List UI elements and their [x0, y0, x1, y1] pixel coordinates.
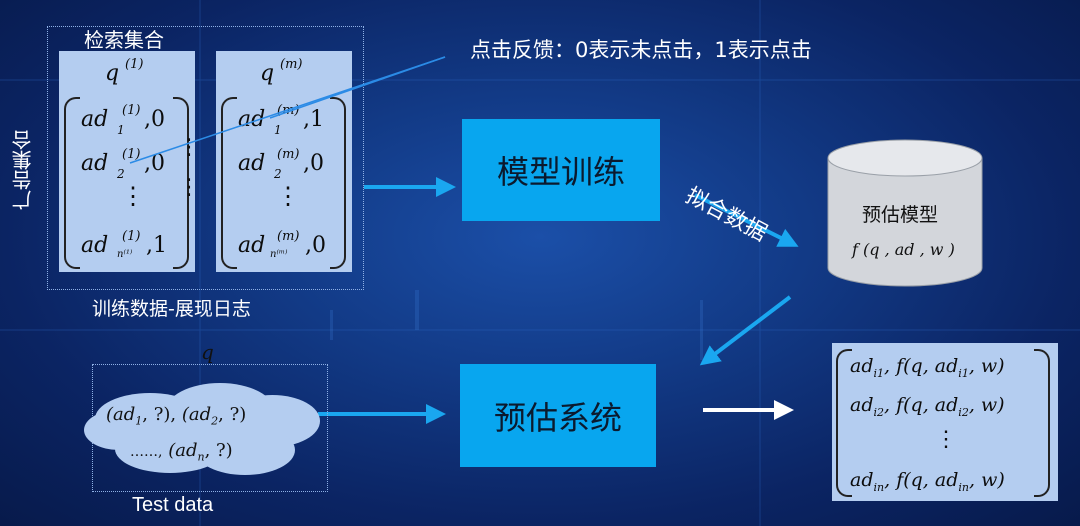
- test-ad-2-rest: , ?): [218, 404, 247, 425]
- model-training-node: 模型训练: [462, 119, 660, 221]
- test-ad-n-sub: n: [197, 450, 205, 464]
- ad-row-n: ad: [81, 233, 109, 258]
- ad-row-n: ad: [238, 233, 266, 258]
- output-end: , w): [968, 394, 1005, 416]
- output-ad-sub-2: i2: [958, 405, 969, 419]
- output-ad: ad: [850, 469, 874, 491]
- estimation-model-cylinder: [827, 139, 983, 287]
- estimation-model-formula: f (q , ad , w ): [852, 240, 955, 259]
- ad-row-1-sup: (m): [277, 103, 300, 118]
- output-row-2: adi2, f(q, adi2, w): [850, 394, 1005, 419]
- test-cloud-part: [84, 410, 154, 450]
- test-query: q: [201, 340, 214, 364]
- output-ad-sub-2: i1: [958, 366, 969, 380]
- ad-row-2-sub: 2: [274, 167, 282, 181]
- output-row-1: adi1, f(q, adi1, w): [850, 355, 1005, 380]
- query-panel-m: q (m) ad (m) 1 ,1 ad (m) 2 ,0 ⋮ ad (m) n…: [216, 51, 352, 272]
- ad-row-2-value: ,0: [144, 151, 165, 176]
- test-ad-2: (ad: [181, 404, 212, 425]
- vertical-dots: ⋮: [121, 182, 145, 210]
- test-cloud-line-2: ……, (adn, ?): [130, 440, 233, 464]
- ad-row-n-sub: n⁽¹⁾: [117, 249, 133, 260]
- ad-row-n-value: ,0: [305, 233, 326, 258]
- query-sup: (m): [280, 57, 303, 72]
- ad-row-1-sub: 1: [274, 123, 282, 137]
- query-panel-1: q (1) ad (1) 1 ,0 ad (1) 2 ,0 ⋮ ad (1) n…: [59, 51, 195, 272]
- estimation-model-title: 预估模型: [862, 204, 939, 226]
- right-paren: [330, 97, 346, 269]
- ad-row-2-sup: (1): [122, 147, 141, 162]
- click-feedback-note: 点击反馈：0表示未点击，1表示点击: [470, 38, 812, 62]
- ad-row-2-sup: (m): [277, 147, 300, 162]
- query-q: q: [260, 61, 275, 86]
- test-ad-n: (ad: [168, 440, 198, 461]
- ad-row-2: ad: [81, 151, 109, 176]
- left-paren: [221, 97, 237, 269]
- ad-row-2: ad: [238, 151, 266, 176]
- output-ad: ad: [850, 355, 874, 377]
- test-ad-1-sub: 1: [135, 414, 143, 428]
- test-ad-1-rest: , ?),: [142, 404, 177, 425]
- query-q: q: [105, 61, 120, 86]
- ad-row-1: ad: [81, 107, 109, 132]
- ad-row-n-value: ,1: [146, 233, 167, 258]
- output-vdots: ⋮: [935, 427, 957, 452]
- output-row-n: adin, f(q, adin, w): [850, 469, 1005, 494]
- test-data-caption: Test data: [132, 494, 214, 516]
- test-ad-n-rest: , ?): [204, 440, 233, 461]
- ad-row-n-sup: (m): [277, 229, 300, 244]
- query-sup: (1): [125, 57, 144, 72]
- ad-row-n-sub: n⁽ᵐ⁾: [270, 249, 288, 260]
- output-ad-sub-2: in: [958, 480, 969, 494]
- ad-row-1-value: ,1: [303, 107, 324, 132]
- left-paren: [836, 349, 852, 497]
- output-ad-sub: i2: [873, 405, 885, 419]
- ad-row-2-value: ,0: [303, 151, 324, 176]
- right-paren: [1034, 349, 1050, 497]
- ad-row-n-sup: (1): [122, 229, 141, 244]
- test-dots: ……,: [130, 444, 163, 460]
- output-end: , w): [968, 355, 1005, 377]
- ad-row-1-sub: 1: [117, 123, 125, 137]
- output-panel: adi1, f(q, adi1, w) adi2, f(q, adi2, w) …: [832, 343, 1058, 501]
- test-ad-2-sub: 2: [211, 414, 219, 428]
- vertical-dots: ⋮: [276, 182, 300, 210]
- output-mid: , f(q, ad: [884, 469, 959, 491]
- training-data-caption: 训练数据-展现日志: [92, 298, 251, 320]
- retrieval-set-label: 检索集合: [84, 28, 164, 52]
- output-end: , w): [968, 469, 1005, 491]
- between-panels-dots-2: ⋮: [178, 175, 200, 200]
- test-ad-1: (ad: [106, 404, 136, 425]
- output-ad-sub: in: [873, 480, 885, 494]
- output-mid: , f(q, ad: [884, 394, 959, 416]
- ad-set-label: 广告集合: [11, 130, 35, 210]
- estimation-system-node: 预估系统: [460, 364, 656, 467]
- ad-row-1-sup: (1): [122, 103, 141, 118]
- output-mid: , f(q, ad: [884, 355, 959, 377]
- between-panels-dots: ⋮: [178, 135, 200, 160]
- test-cloud-part: [195, 425, 295, 475]
- output-ad: ad: [850, 394, 874, 416]
- ad-row-1-value: ,0: [144, 107, 165, 132]
- output-ad-sub: i1: [873, 366, 885, 380]
- test-cloud-line-1: (ad1, ?), (ad2, ?): [106, 404, 246, 428]
- ad-row-2-sub: 2: [117, 167, 125, 181]
- ad-row-1: ad: [238, 107, 266, 132]
- left-paren: [64, 97, 80, 269]
